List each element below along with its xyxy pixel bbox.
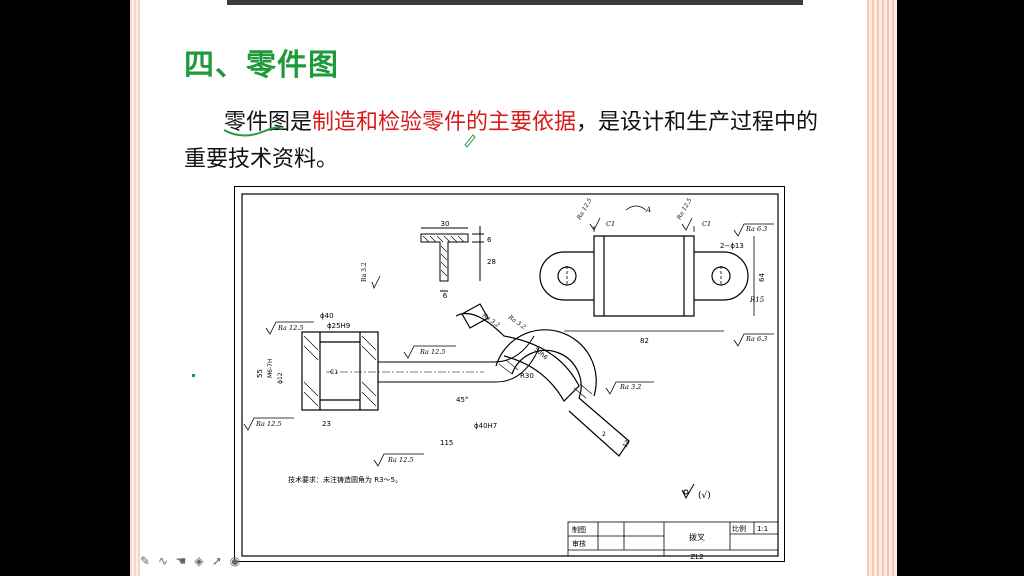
ra63-b: Ra 6.3 bbox=[745, 335, 767, 343]
engineering-drawing: 30 6 28 6 bbox=[234, 186, 785, 562]
c1-b: C1 bbox=[702, 220, 711, 228]
presentation-toolbar: ✎ ∿ ☚ ◈ ➚ ◉ bbox=[138, 553, 242, 569]
dim-2: 2 bbox=[602, 431, 606, 438]
dim-phi25: ϕ25H9 bbox=[327, 322, 350, 330]
ra125-top2: Ra 12.5 bbox=[675, 197, 693, 222]
wave-icon[interactable]: ∿ bbox=[157, 554, 169, 568]
para-term: 零件图 bbox=[224, 110, 291, 135]
pointer-icon[interactable]: ➚ bbox=[211, 554, 223, 568]
top-bar bbox=[227, 0, 803, 5]
green-dot bbox=[192, 374, 195, 377]
c1-left: C1 bbox=[330, 369, 338, 376]
dim-28: 28 bbox=[487, 258, 496, 266]
right-decoration bbox=[867, 0, 897, 576]
dim-64: 64 bbox=[758, 273, 766, 282]
pen-icon[interactable]: ✎ bbox=[139, 554, 151, 568]
slide-heading: 四、零件图 bbox=[184, 48, 339, 83]
dim-23: 23 bbox=[322, 420, 331, 428]
dim-6a: 6 bbox=[487, 236, 492, 244]
dim-phi40: ϕ40 bbox=[320, 312, 334, 320]
roughness-legend bbox=[681, 483, 695, 500]
label-a: A bbox=[645, 206, 651, 214]
ra125-mid: Ra 12.5 bbox=[419, 348, 445, 356]
dim-13: 13 bbox=[622, 439, 632, 449]
underline-annotation bbox=[223, 126, 282, 137]
dim-82: 82 bbox=[640, 337, 649, 345]
dim-phi40h7: ϕ40H7 bbox=[474, 422, 497, 430]
eraser-icon[interactable]: ◈ bbox=[194, 554, 204, 568]
ra32-mid2: Ra 3.2 bbox=[506, 313, 527, 331]
tb-scale-value: 1:1 bbox=[757, 525, 768, 533]
para-red: 制造和检验零件的主要依据 bbox=[312, 110, 577, 135]
tb-checked: 审核 bbox=[572, 539, 586, 548]
roughness-rest: (√) bbox=[698, 490, 711, 501]
pen-cursor-icon bbox=[464, 134, 476, 148]
dim-45deg: 45° bbox=[456, 396, 468, 404]
hand-icon[interactable]: ☚ bbox=[175, 554, 187, 568]
ra125-b: Ra 12.5 bbox=[255, 420, 281, 428]
tb-name: 拨叉 bbox=[689, 532, 705, 542]
ra125-a: Ra 12.5 bbox=[277, 324, 303, 332]
dim-6b: 6 bbox=[443, 292, 448, 300]
dim-50: 50h6 bbox=[533, 346, 549, 361]
dim-55: 55 bbox=[256, 369, 264, 378]
left-decoration bbox=[130, 0, 140, 576]
para-rest: ，是设计和生产过程中的重要技术资料。 bbox=[184, 110, 819, 172]
tb-code: ZL2 bbox=[690, 553, 703, 561]
dim-r30: R30 bbox=[520, 372, 534, 380]
dim-115: 115 bbox=[440, 439, 453, 447]
dim-phi13: 2−ϕ13 bbox=[720, 242, 744, 250]
dim-phi12: ϕ12 bbox=[277, 372, 284, 384]
ra125-c: Ra 12.5 bbox=[387, 456, 413, 464]
record-icon[interactable]: ◉ bbox=[229, 554, 241, 568]
ra32-right: Ra 3.2 bbox=[619, 383, 641, 391]
slide-paragraph: 零件图是制造和检验零件的主要依据，是设计和生产过程中的重要技术资料。 bbox=[184, 104, 834, 178]
dim-r15: R15 bbox=[749, 296, 765, 304]
slide: 四、零件图 零件图是制造和检验零件的主要依据，是设计和生产过程中的重要技术资料。 bbox=[130, 0, 897, 576]
c1-a: C1 bbox=[606, 220, 615, 228]
tb-scale-label: 比例 bbox=[732, 524, 746, 533]
tb-drawn: 制图 bbox=[572, 525, 586, 534]
para-is: 是 bbox=[290, 110, 313, 135]
ra63-a: Ra 6.3 bbox=[745, 225, 767, 233]
dim-m6: M6-7H bbox=[267, 359, 274, 379]
ra32-top: Ra 3.2 bbox=[361, 262, 368, 282]
ra125-top1: Ra 12.5 bbox=[575, 197, 593, 222]
tech-requirements: 技术要求：未注铸造圆角为 R3〜5。 bbox=[288, 475, 402, 484]
dim-30: 30 bbox=[441, 220, 450, 228]
